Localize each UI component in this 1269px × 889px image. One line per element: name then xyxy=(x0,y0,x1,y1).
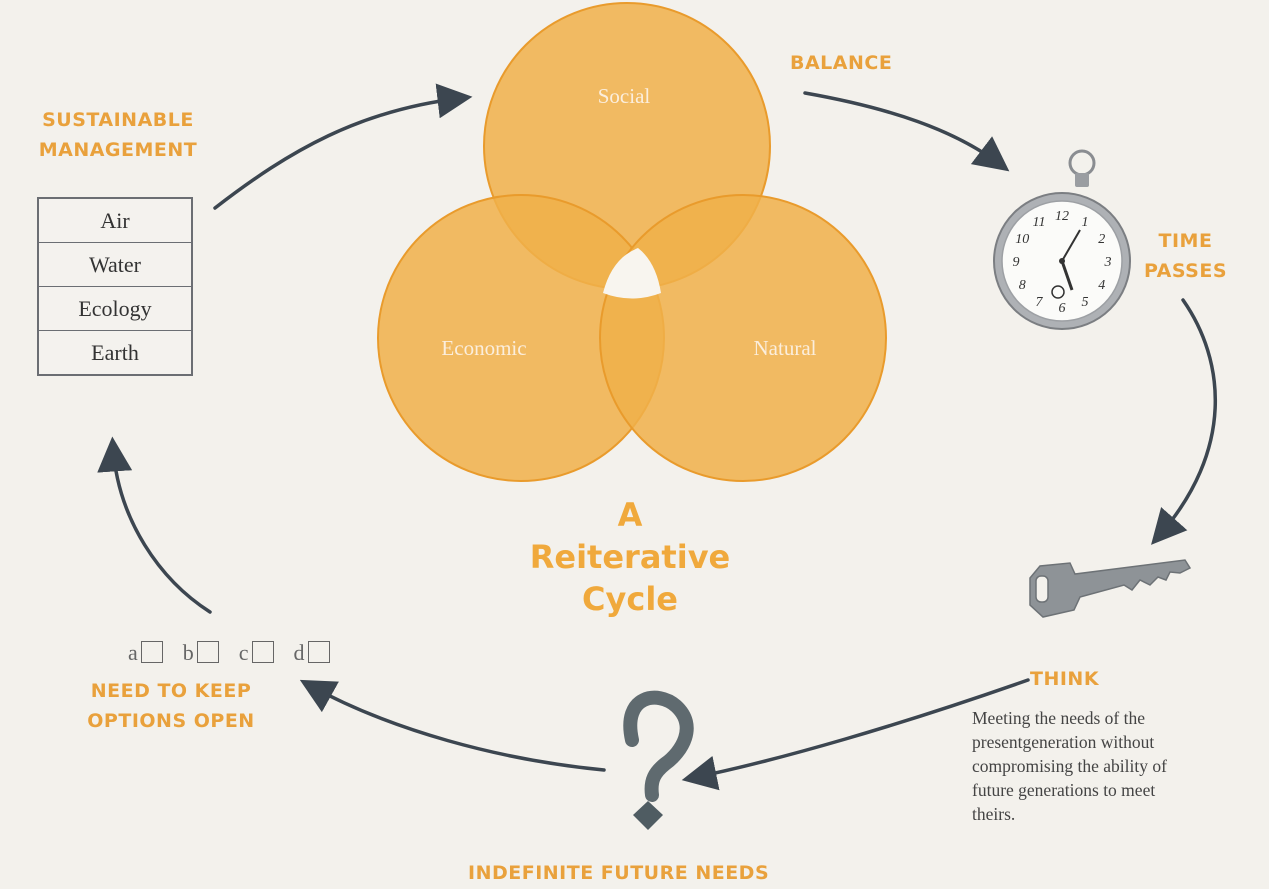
arrow-balance-to-clock xyxy=(803,91,1010,172)
clock-number: 3 xyxy=(1104,255,1112,270)
key-icon xyxy=(1029,559,1192,618)
venn-center xyxy=(603,248,661,299)
arrow-think-to-question xyxy=(681,678,1030,791)
sustainable-label-line1: SUSTAINABLE xyxy=(42,109,194,131)
balance-label: BALANCE xyxy=(790,52,893,74)
clock-number: 11 xyxy=(1033,215,1046,230)
think-text-line: future generations to meet xyxy=(972,780,1156,800)
options-label: NEED TO KEEP OPTIONS OPEN xyxy=(66,676,276,736)
think-text-line: presentgeneration without xyxy=(972,732,1155,752)
venn-label-natural: Natural xyxy=(754,336,817,360)
arrow-question-to-options xyxy=(299,679,606,772)
clock-number: 9 xyxy=(1013,255,1020,270)
venn-diagram: Social Economic Natural xyxy=(377,2,887,482)
option-letter: c xyxy=(238,640,249,665)
think-text-line: theirs. xyxy=(972,804,1016,824)
cycle-title-line1: A xyxy=(617,496,643,534)
option-item: b xyxy=(183,640,219,665)
cycle-arrows xyxy=(97,83,1218,791)
option-letter: d xyxy=(293,640,305,665)
cycle-title-line2: Reiterative xyxy=(529,538,731,576)
arrow-time-to-key xyxy=(1151,298,1218,545)
time-label-line2: PASSES xyxy=(1143,260,1228,282)
option-item: c xyxy=(239,640,274,665)
venn-label-economic: Economic xyxy=(441,336,526,360)
clock-number: 1 xyxy=(1082,215,1089,230)
time-label-line1: TIME xyxy=(1158,230,1213,252)
clock-number: 7 xyxy=(1036,295,1044,310)
option-item: a xyxy=(128,640,163,665)
clock-number: 10 xyxy=(1015,232,1029,247)
sustainable-management-label: SUSTAINABLE MANAGEMENT xyxy=(18,105,218,165)
clock-number: 12 xyxy=(1055,209,1069,224)
management-item: Earth xyxy=(91,340,139,365)
management-item: Air xyxy=(39,199,191,243)
future-needs-label: INDEFINITE FUTURE NEEDS xyxy=(468,862,770,884)
clock-number: 4 xyxy=(1098,278,1105,293)
option-checkbox xyxy=(196,641,219,663)
option-checkbox xyxy=(251,641,274,663)
think-description: Meeting the needs of the presentgeneratio… xyxy=(972,706,1262,826)
options-label-line1: NEED TO KEEP xyxy=(90,680,252,702)
think-label: THINK xyxy=(1030,668,1100,690)
time-passes-label: TIME PASSES xyxy=(1143,226,1228,286)
venn-circle-natural xyxy=(599,194,887,482)
arrow-management-to-venn xyxy=(213,83,473,210)
clock-number: 6 xyxy=(1059,301,1066,316)
option-checkbox xyxy=(140,641,163,663)
cycle-title-line3: Cycle xyxy=(582,580,678,618)
clock-number: 8 xyxy=(1019,278,1026,293)
options-checkboxes: a b c d xyxy=(128,640,350,666)
think-text-line: compromising the ability of xyxy=(972,756,1167,776)
management-item: Ecology xyxy=(39,287,191,331)
question-mark-icon xyxy=(623,690,694,830)
options-label-line2: OPTIONS OPEN xyxy=(87,710,255,732)
clock-number: 2 xyxy=(1098,232,1105,247)
option-letter: b xyxy=(182,640,194,665)
option-item: d xyxy=(294,640,330,665)
management-item: Water xyxy=(39,243,191,287)
option-letter: a xyxy=(128,640,138,665)
option-checkbox xyxy=(307,641,330,663)
clock-number: 5 xyxy=(1082,295,1089,310)
think-text-line: Meeting the needs of the xyxy=(972,708,1146,728)
sustainable-label-line2: MANAGEMENT xyxy=(38,139,198,161)
cycle-title: A Reiterative Cycle xyxy=(480,494,780,620)
venn-label-social: Social xyxy=(598,84,651,108)
arrow-options-to-management xyxy=(97,436,212,614)
